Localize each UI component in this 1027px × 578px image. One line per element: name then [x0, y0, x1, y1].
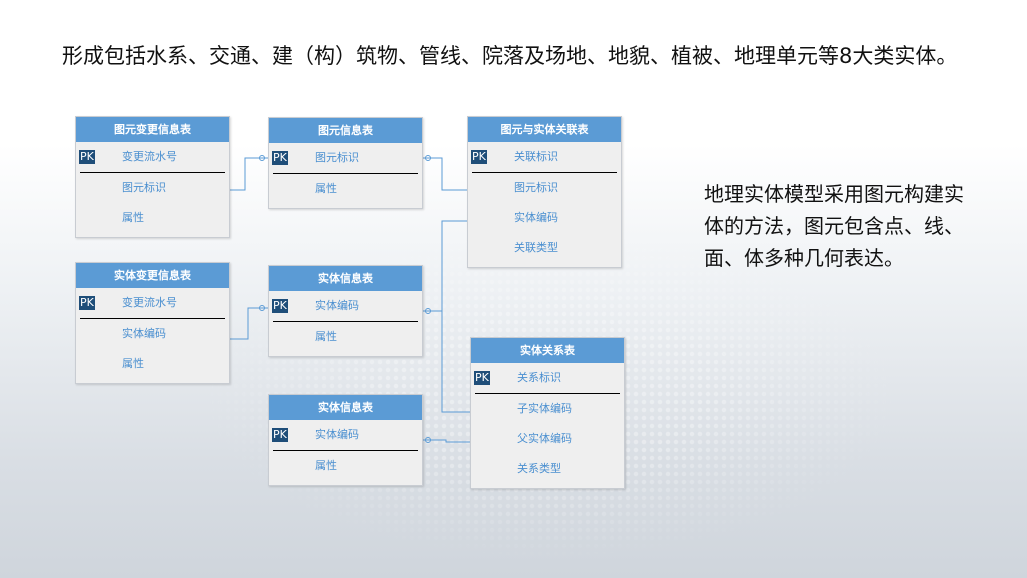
pk-badge: PK [474, 371, 490, 385]
divider [273, 450, 418, 451]
pk-row[interactable]: PK 变更流水号 [76, 288, 229, 318]
field-row[interactable]: 属性 [269, 322, 422, 352]
table-title: 实体信息表 [269, 395, 422, 420]
divider [80, 172, 225, 173]
field-row[interactable]: 属性 [76, 203, 229, 233]
link-t5-t3 [422, 220, 467, 312]
pk-badge: PK [272, 151, 288, 165]
pk-field: 图元标识 [315, 151, 359, 164]
intro-text: 形成包括水系、交通、建（构）筑物、管线、院落及场地、地貌、植被、地理单元等8大类… [62, 44, 958, 68]
link-t2-t3 [422, 157, 467, 191]
table-t2[interactable]: 图元信息表 PK 图元标识 属性 [268, 117, 423, 209]
link-t4-t5 [229, 307, 268, 340]
field-row[interactable]: 子实体编码 [471, 394, 624, 424]
field-row[interactable]: 关联类型 [468, 233, 621, 263]
divider [80, 318, 225, 319]
pk-field: 关系标识 [517, 371, 561, 384]
table-title: 图元变更信息表 [76, 117, 229, 142]
field-row[interactable]: 图元标识 [76, 173, 229, 203]
table-title: 实体关系表 [471, 338, 624, 363]
pk-field: 实体编码 [315, 428, 359, 441]
field-label: 关联类型 [514, 241, 558, 254]
pk-field: 变更流水号 [122, 150, 177, 163]
table-t6[interactable]: 实体关系表 PK 关系标识 子实体编码父实体编码关系类型 [470, 337, 625, 489]
field-label: 属性 [122, 211, 144, 224]
table-t3[interactable]: 图元与实体关联表 PK 关联标识 图元标识实体编码关联类型 [467, 116, 622, 268]
pk-badge: PK [471, 150, 487, 164]
field-label: 属性 [315, 182, 337, 195]
divider [273, 173, 418, 174]
field-row[interactable]: 属性 [269, 174, 422, 204]
field-row[interactable]: 关系类型 [471, 454, 624, 484]
field-row[interactable]: 实体编码 [468, 203, 621, 233]
pk-row[interactable]: PK 关联标识 [468, 142, 621, 172]
pk-field: 实体编码 [315, 299, 359, 312]
pk-field: 变更流水号 [122, 296, 177, 309]
link-t1-t2 [229, 157, 268, 191]
table-t5[interactable]: 实体信息表 PK 实体编码 属性 [268, 265, 423, 357]
table-t1[interactable]: 图元变更信息表 PK 变更流水号 图元标识属性 [75, 116, 230, 238]
pk-badge: PK [272, 299, 288, 313]
field-label: 图元标识 [122, 181, 166, 194]
pk-row[interactable]: PK 变更流水号 [76, 142, 229, 172]
field-row[interactable]: 实体编码 [76, 319, 229, 349]
pk-row[interactable]: PK 关系标识 [471, 363, 624, 393]
field-label: 父实体编码 [517, 432, 572, 445]
field-label: 图元标识 [514, 181, 558, 194]
field-label: 属性 [122, 357, 144, 370]
field-label: 子实体编码 [517, 402, 572, 415]
field-label: 属性 [315, 459, 337, 472]
link-t5-t6 [441, 311, 470, 413]
divider [273, 321, 418, 322]
divider [475, 393, 620, 394]
pk-badge: PK [79, 296, 95, 310]
field-row[interactable]: 图元标识 [468, 173, 621, 203]
pk-row[interactable]: PK 图元标识 [269, 143, 422, 173]
pk-badge: PK [272, 428, 288, 442]
table-t7[interactable]: 实体信息表 PK 实体编码 属性 [268, 394, 423, 486]
pk-row[interactable]: PK 实体编码 [269, 291, 422, 321]
field-label: 属性 [315, 330, 337, 343]
table-title: 实体变更信息表 [76, 263, 229, 288]
field-label: 实体编码 [122, 327, 166, 340]
table-title: 图元信息表 [269, 118, 422, 143]
table-title: 图元与实体关联表 [468, 117, 621, 142]
field-row[interactable]: 父实体编码 [471, 424, 624, 454]
pk-badge: PK [79, 150, 95, 164]
table-t4[interactable]: 实体变更信息表 PK 变更流水号 实体编码属性 [75, 262, 230, 384]
field-row[interactable]: 属性 [269, 451, 422, 481]
pk-row[interactable]: PK 实体编码 [269, 420, 422, 450]
field-row[interactable]: 属性 [76, 349, 229, 379]
field-label: 实体编码 [514, 211, 558, 224]
pk-field: 关联标识 [514, 150, 558, 163]
divider [472, 172, 617, 173]
link-t7-t6 [422, 439, 470, 443]
field-label: 关系类型 [517, 462, 561, 475]
description-text: 地理实体模型采用图元构建实体的方法，图元包含点、线、面、体多种几何表达。 [704, 182, 964, 270]
table-title: 实体信息表 [269, 266, 422, 291]
